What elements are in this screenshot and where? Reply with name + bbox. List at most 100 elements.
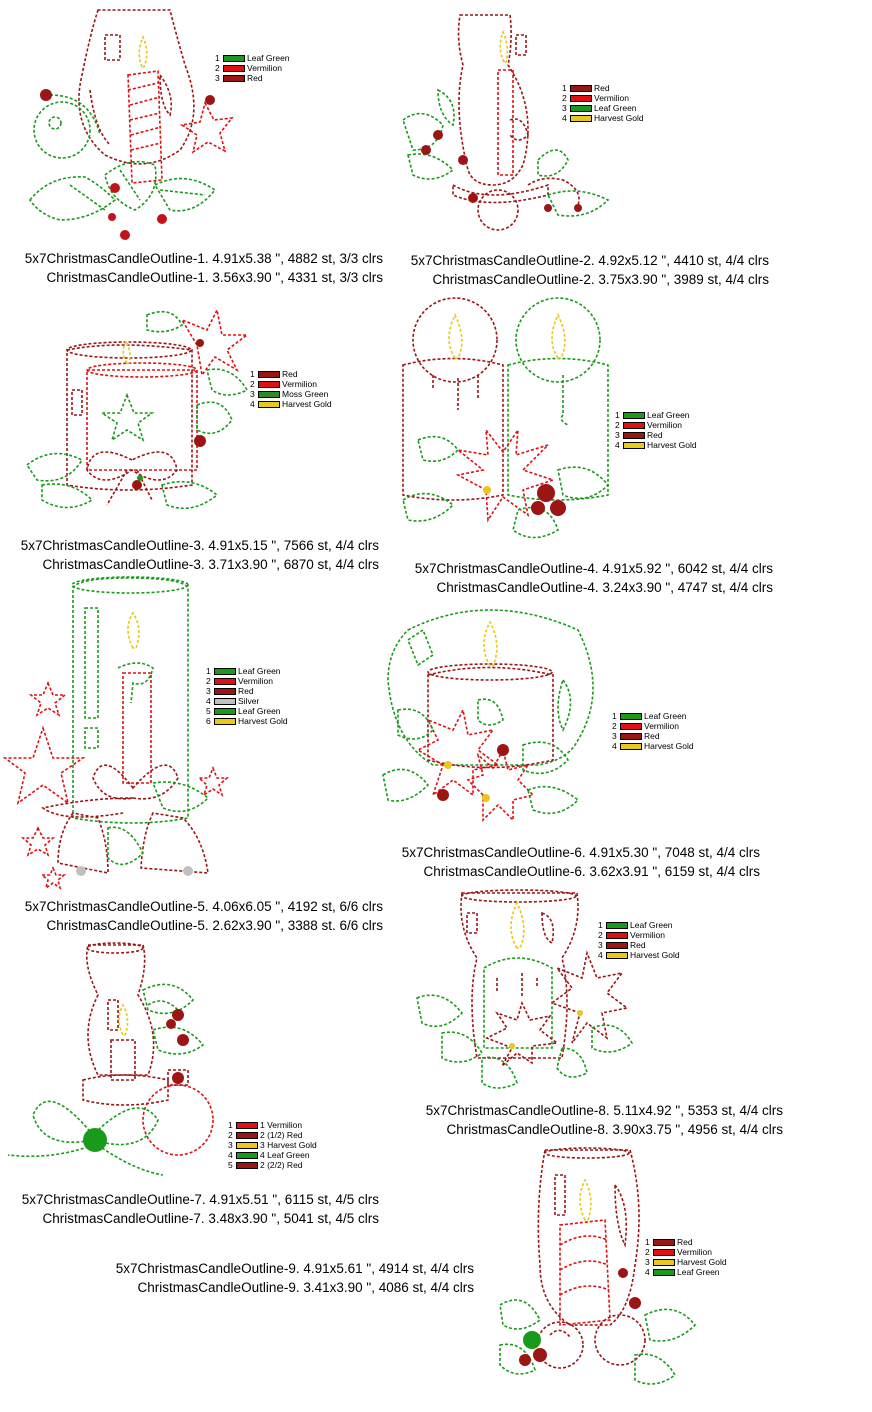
design-2-embroidery-illustration: [402, 14, 610, 231]
legend-color-name: 4 Leaf Green: [260, 1150, 310, 1160]
design-3-caption: 5x7ChristmasCandleOutline-3. 4.91x5.15 "…: [0, 537, 379, 575]
color-swatch: [223, 74, 245, 82]
legend-color-name: Red: [247, 73, 263, 83]
legend-number: 6: [206, 716, 211, 726]
legend-color-name: Harvest Gold: [594, 113, 644, 123]
legend-number: 3: [215, 73, 220, 83]
color-swatch: [214, 707, 236, 715]
design-5-embroidery-illustration: [2, 576, 230, 890]
legend-number: 2: [615, 420, 620, 430]
design-6-embroidery-illustration: [382, 609, 594, 822]
design-1-artwork: [10, 5, 240, 245]
color-swatch: [653, 1258, 675, 1266]
design-2-caption: 5x7ChristmasCandleOutline-2. 4.92x5.12 "…: [390, 252, 769, 290]
color-swatch: [236, 1161, 258, 1169]
color-swatch: [223, 64, 245, 72]
color-swatch: [214, 677, 236, 685]
design-4-artwork: [398, 290, 623, 555]
color-swatch: [258, 400, 280, 408]
caption-line-small: ChristmasCandleOutline-7. 3.48x3.90 ", 5…: [42, 1211, 379, 1226]
design-5-artwork: [2, 573, 230, 893]
legend-number: 1: [206, 666, 211, 676]
legend-row: 2 Vermilion: [612, 721, 694, 731]
legend-color-name: Red: [594, 83, 610, 93]
color-swatch: [570, 114, 592, 122]
color-swatch: [606, 941, 628, 949]
legend-number: 5: [206, 706, 211, 716]
legend-number: 1: [615, 410, 620, 420]
color-swatch: [606, 951, 628, 959]
color-swatch: [236, 1131, 258, 1139]
legend-color-name: Silver: [238, 696, 260, 706]
legend-color-name: Leaf Green: [594, 103, 637, 113]
design-8-caption: 5x7ChristmasCandleOutline-8. 5.11x4.92 "…: [400, 1102, 783, 1140]
color-swatch: [570, 84, 592, 92]
color-swatch: [258, 370, 280, 378]
legend-number: 3: [598, 940, 603, 950]
color-swatch: [570, 94, 592, 102]
color-swatch: [653, 1268, 675, 1276]
legend-color-name: Red: [647, 430, 663, 440]
design-1-embroidery-illustration: [29, 9, 234, 240]
legend-color-name: Vermilion: [630, 930, 665, 940]
legend-number: 3: [228, 1140, 233, 1150]
legend-number: 1: [215, 53, 220, 63]
caption-line-5x7: 5x7ChristmasCandleOutline-4. 4.91x5.92 "…: [414, 561, 773, 576]
color-swatch: [623, 431, 645, 439]
legend-color-name: Leaf Green: [630, 920, 673, 930]
legend-color-name: Vermilion: [644, 721, 679, 731]
design-9-embroidery-illustration: [499, 1147, 697, 1385]
color-swatch: [214, 687, 236, 695]
color-swatch: [258, 390, 280, 398]
legend-number: 4: [645, 1267, 650, 1277]
legend-number: 2: [228, 1130, 233, 1140]
legend-number: 4: [598, 950, 603, 960]
legend-color-name: Harvest Gold: [677, 1257, 727, 1267]
design-3-embroidery-illustration: [25, 307, 250, 510]
legend-color-name: Leaf Green: [238, 706, 281, 716]
legend-number: 2: [206, 676, 211, 686]
legend-number: 2: [562, 93, 567, 103]
legend-number: 2: [612, 721, 617, 731]
color-swatch: [620, 712, 642, 720]
color-swatch: [258, 380, 280, 388]
legend-number: 2: [215, 63, 220, 73]
caption-line-5x7: 5x7ChristmasCandleOutline-6. 4.91x5.30 "…: [401, 845, 760, 860]
color-swatch: [223, 54, 245, 62]
legend-color-name: 3 Harvest Gold: [260, 1140, 317, 1150]
legend-color-name: Harvest Gold: [647, 440, 697, 450]
legend-color-name: Harvest Gold: [644, 741, 694, 751]
legend-row: 5 Leaf Green: [206, 706, 288, 716]
color-swatch: [653, 1248, 675, 1256]
legend-color-name: Vermilion: [282, 379, 317, 389]
legend-color-name: Red: [644, 731, 660, 741]
caption-line-5x7: 5x7ChristmasCandleOutline-9. 4.91x5.61 "…: [115, 1261, 474, 1276]
caption-line-5x7: 5x7ChristmasCandleOutline-8. 5.11x4.92 "…: [425, 1103, 783, 1118]
color-swatch: [236, 1121, 258, 1129]
legend-color-name: Harvest Gold: [282, 399, 332, 409]
caption-line-small: ChristmasCandleOutline-5. 2.62x3.90 ", 3…: [46, 918, 383, 933]
legend-number: 4: [228, 1150, 233, 1160]
design-1-caption: 5x7ChristmasCandleOutline-1. 4.91x5.38 "…: [0, 250, 383, 288]
legend-row: 4 4 Leaf Green: [228, 1150, 317, 1160]
